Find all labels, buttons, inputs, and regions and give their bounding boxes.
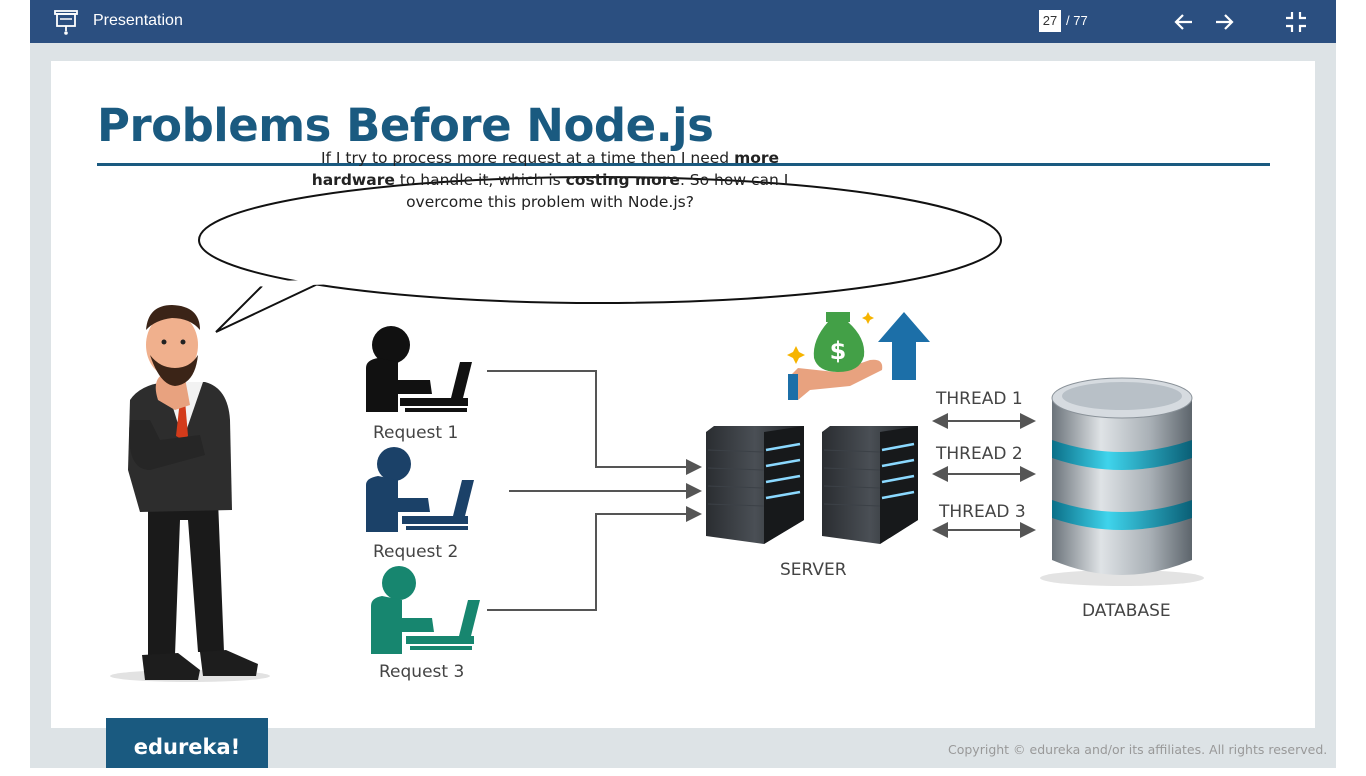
request-3-user-icon — [371, 566, 480, 654]
page-total: / 77 — [1066, 13, 1088, 28]
speech-bubble-text: If I try to process more request at a ti… — [311, 149, 789, 211]
title-underline — [97, 163, 1270, 166]
edureka-logo: edureka! — [106, 718, 268, 768]
request-2-user-icon — [366, 447, 474, 532]
database-label: DATABASE — [1082, 601, 1171, 621]
thread-2-label: THREAD 2 — [936, 444, 1023, 464]
page-number-input[interactable]: 27 — [1039, 10, 1061, 32]
next-slide-button[interactable] — [1212, 10, 1236, 34]
database-icon — [1040, 377, 1204, 586]
thread-3-label: THREAD 3 — [939, 502, 1026, 522]
arrow-left-icon — [1174, 14, 1192, 30]
speech-bubble — [198, 176, 1002, 333]
presentation-toolbar: Presentation — [30, 0, 1336, 43]
dollar-symbol: $ — [830, 337, 847, 365]
request-1-label: Request 1 — [373, 423, 459, 443]
exit-fullscreen-button[interactable] — [1284, 10, 1308, 34]
presentation-icon — [54, 10, 78, 35]
server-label: SERVER — [780, 560, 847, 580]
request-1-user-icon — [366, 326, 472, 412]
arrow-right-icon — [1216, 14, 1234, 30]
toolbar-title: Presentation — [93, 12, 183, 29]
request-3-label: Request 3 — [379, 662, 465, 682]
copyright-notice: Copyright © edureka and/or its affiliate… — [948, 742, 1328, 757]
exit-fullscreen-icon — [1286, 12, 1306, 32]
server-rack-1 — [706, 426, 804, 544]
request-connectors — [487, 370, 702, 611]
money-bag-icon: $ — [787, 312, 930, 400]
thread-connectors — [932, 413, 1036, 538]
request-2-label: Request 2 — [373, 542, 459, 562]
server-rack-2 — [822, 426, 918, 544]
slide-title: Problems Before Node.js — [97, 99, 714, 152]
thread-1-label: THREAD 1 — [936, 389, 1023, 409]
businessman-illustration — [110, 305, 270, 682]
previous-slide-button[interactable] — [1172, 10, 1196, 34]
